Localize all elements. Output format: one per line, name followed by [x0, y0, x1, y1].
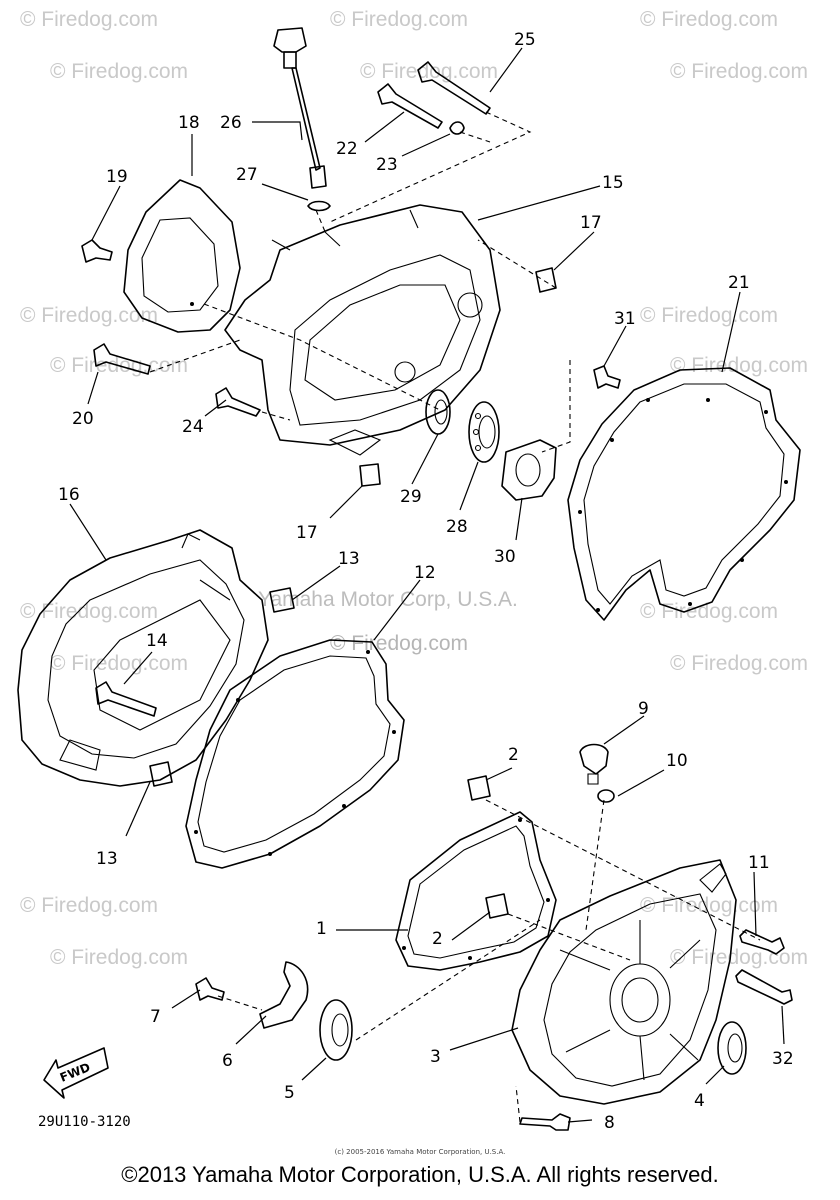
callout-32: 32: [772, 1049, 794, 1069]
callout-1: 1: [316, 919, 327, 939]
callout-15: 15: [602, 173, 624, 193]
plate-30: [501, 439, 557, 501]
callout-2-upper: 2: [508, 745, 519, 765]
watermark: © Firedog.com: [640, 304, 778, 327]
dipstick: [273, 27, 331, 212]
watermark: © Firedog.com: [640, 8, 778, 31]
watermark: © Firedog.com: [670, 60, 808, 83]
dowel-17-lower: [359, 463, 381, 487]
watermark: © Firedog.com: [50, 60, 188, 83]
oil-seal-5: [319, 999, 353, 1061]
bolt-20: [81, 239, 113, 263]
watermark: © Firedog.com: [640, 600, 778, 623]
diagram-code: 29U110-3120: [38, 1114, 131, 1130]
callout-25: 25: [514, 30, 536, 50]
crankcase-cover-3: [511, 859, 737, 1105]
bolt-24: [215, 387, 261, 417]
dowel-2-upper: [467, 775, 491, 801]
watermark: © Firedog.com: [20, 304, 158, 327]
callout-14: 14: [146, 631, 168, 651]
callout-8: 9: [638, 699, 649, 719]
screw-31: [593, 365, 621, 389]
bolt-14: [95, 681, 157, 717]
dowel-13-upper: [269, 587, 295, 613]
callout-17-lower: 17: [296, 523, 318, 543]
washer-23: [449, 121, 465, 135]
callout-11: 11: [748, 853, 770, 873]
watermark: © Firedog.com: [20, 600, 158, 623]
oil-seal-29: [425, 389, 451, 435]
callout-19: 18: [178, 113, 200, 133]
watermark: © Firedog.com: [50, 946, 188, 969]
callout-13-upper: 13: [338, 549, 360, 569]
callout-24: 24: [182, 417, 204, 437]
gasket-21: [567, 367, 801, 621]
callout-21: 21: [728, 273, 750, 293]
bolt-11: [739, 929, 785, 955]
callout-labels: 25 22 23 26 27 18 19 15 17 21 31 20 24 2…: [58, 30, 794, 1133]
dowel-17-upper: [535, 267, 557, 293]
leader-lines: [69, 47, 785, 1123]
watermark: © Firedog.com: [360, 60, 498, 83]
callout-9: 10: [666, 751, 688, 771]
callout-3: 3: [430, 1047, 441, 1067]
dowel-13-lower: [149, 761, 173, 787]
callout-30: 30: [494, 547, 516, 567]
callout-31: 31: [614, 309, 636, 329]
watermark: © Firedog.com: [50, 652, 188, 675]
callout-7: 7: [150, 1007, 161, 1027]
gasket-12: [185, 639, 405, 869]
plug-8: [579, 743, 609, 785]
callout-10: 8: [604, 1113, 615, 1133]
center-watermark-line2: © Firedog.com: [330, 632, 468, 655]
o-ring-9: [597, 789, 615, 803]
plate-6: [259, 961, 309, 1029]
crankcase-cover-16: [17, 529, 269, 787]
callout-6: 6: [222, 1051, 233, 1071]
callout-20: 19: [106, 167, 128, 187]
dowel-2-lower: [485, 893, 509, 919]
watermark: © Firedog.com: [640, 894, 778, 917]
crankcase-cover-upper: [224, 204, 501, 456]
callout-12: 12: [414, 563, 436, 583]
bearing-28: [468, 401, 500, 463]
callout-28: 28: [446, 517, 468, 537]
callout-16: 16: [58, 485, 80, 505]
oil-seal-4: [717, 1021, 747, 1075]
watermark: © Firedog.com: [20, 8, 158, 31]
copyright-footer: ©2013 Yamaha Motor Corporation, U.S.A. A…: [121, 1162, 719, 1187]
callout-27: 27: [236, 165, 258, 185]
alignment-lines: [149, 111, 761, 1123]
cover-19: [123, 179, 241, 333]
watermark: © Firedog.com: [670, 354, 808, 377]
callout-23: 23: [376, 155, 398, 175]
watermark: © Firedog.com: [670, 652, 808, 675]
watermark: © Firedog.com: [20, 894, 158, 917]
watermark: © Firedog.com: [670, 946, 808, 969]
gasket-1: [395, 811, 557, 971]
callout-22: 22: [336, 139, 358, 159]
screw-7: [195, 977, 225, 1001]
callout-5: 5: [284, 1083, 295, 1103]
bolt-25: [417, 61, 491, 115]
callout-13-lower: 13: [96, 849, 118, 869]
callout-4: 4: [694, 1091, 705, 1111]
watermark: © Firedog.com: [330, 8, 468, 31]
bolt-18: [93, 343, 151, 375]
fwd-arrow: FWD: [43, 1047, 109, 1099]
callout-26: 26: [220, 113, 242, 133]
small-copyright: (c) 2005-2016 Yamaha Motor Corporation, …: [334, 1148, 506, 1156]
callout-17-upper: 17: [580, 213, 602, 233]
callout-29: 29: [400, 487, 422, 507]
callout-2-lower: 2: [432, 929, 443, 949]
bolt-32: [735, 969, 793, 1005]
center-watermark-line1: Yamaha Motor Corp, U.S.A.: [258, 588, 518, 611]
bolt-10: [519, 1113, 571, 1131]
bolt-22: [377, 83, 443, 129]
fwd-label: FWD: [58, 1060, 92, 1085]
callout-18: 20: [72, 409, 94, 429]
